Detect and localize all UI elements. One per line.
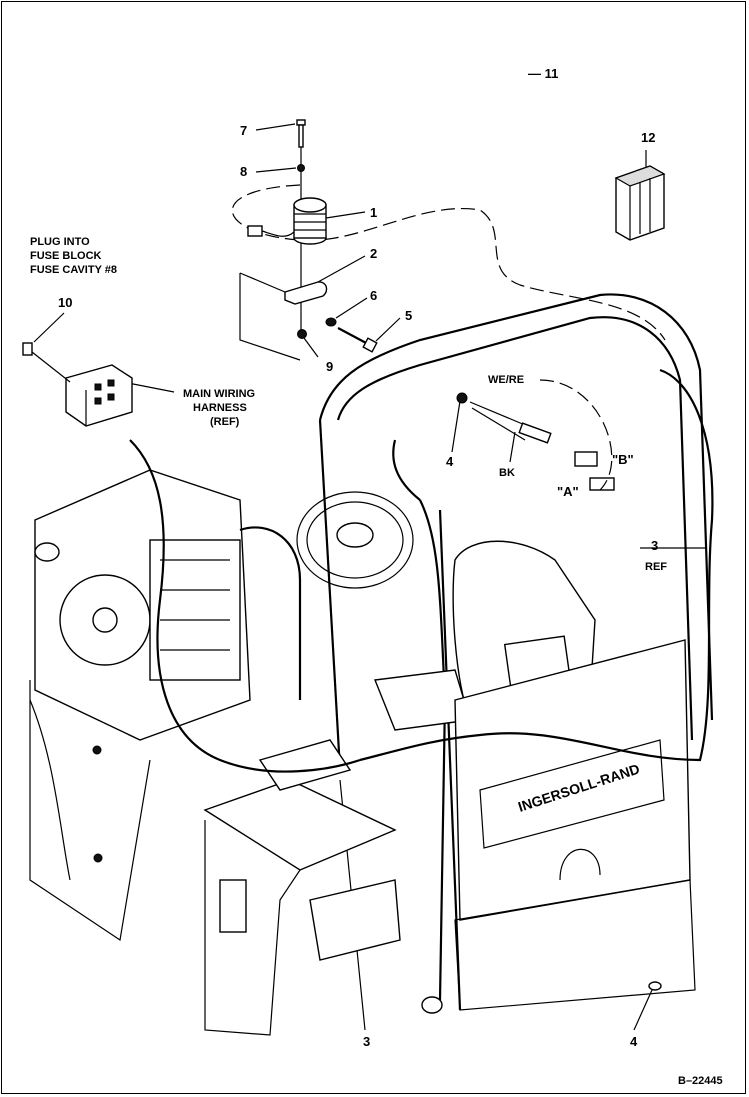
view-b-label: "B" [612, 452, 634, 467]
callout-11: — 11 [528, 66, 558, 81]
callout-1: 1 [370, 205, 377, 220]
callout-9: 9 [326, 359, 333, 374]
harness-note-line3: (REF) [210, 416, 240, 428]
callout-7: 7 [240, 123, 247, 138]
harness-boundary-dashed [231, 184, 666, 341]
callout-5: 5 [405, 308, 412, 323]
figure-id: B–22445 [678, 1075, 723, 1087]
callout-8: 8 [240, 164, 247, 179]
wire-color-bk: BK [499, 467, 515, 479]
engine [34, 469, 251, 741]
callout-10: 10 [58, 295, 72, 310]
callout-6: 6 [370, 288, 377, 303]
plug-note-line1: PLUG INTO [30, 236, 90, 248]
rear-panel: INGERSOLL-RAND [454, 639, 696, 1011]
callout-12: 12 [641, 130, 655, 145]
horn-switch-connector [456, 379, 615, 491]
left-body [29, 680, 151, 942]
bracket [284, 281, 328, 305]
harness-note-line2: HARNESS [193, 402, 247, 414]
callout-3-bottom: 3 [363, 1034, 370, 1049]
nut-4 [648, 981, 662, 991]
battery [614, 165, 666, 241]
harness-note-line1: MAIN WIRING [183, 388, 255, 400]
steering-wheel [296, 491, 414, 589]
horn-assembly [239, 119, 378, 361]
callout-4-upper: 4 [446, 454, 454, 469]
callout-4-bottom: 4 [630, 1034, 638, 1049]
wire-color-we-r: WE/RE [488, 374, 524, 386]
callout-3-right: 3 [651, 538, 658, 553]
step-platform [203, 739, 401, 1036]
horn [247, 197, 327, 245]
ref-label: REF [645, 561, 667, 573]
plug-note-line3: FUSE CAVITY #8 [30, 264, 117, 276]
view-a-label: "A" [557, 484, 579, 499]
plug-note-line2: FUSE BLOCK [30, 250, 102, 262]
bolt-5 [337, 327, 378, 353]
fuse-block [22, 342, 133, 427]
callout-2: 2 [370, 246, 377, 261]
wire-harness [129, 368, 714, 773]
